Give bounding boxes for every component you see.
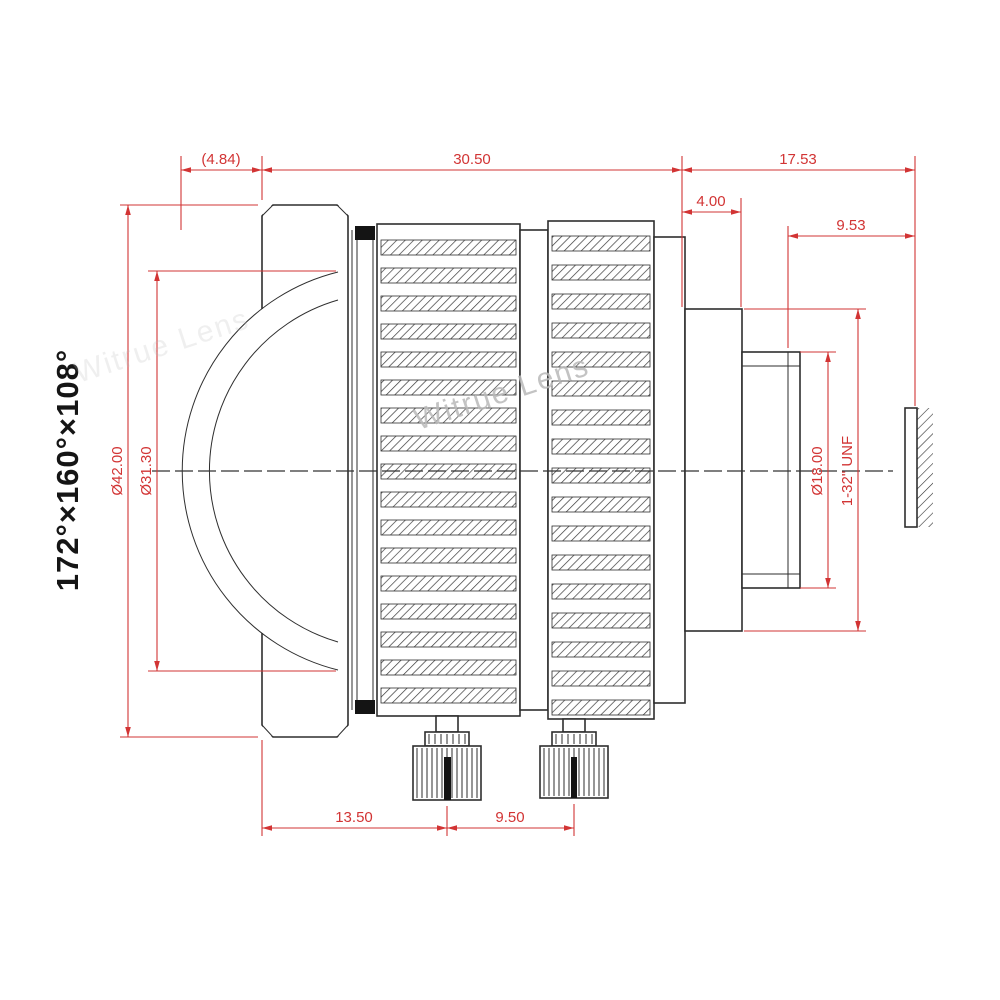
knurl-band [380, 267, 517, 284]
dim-front-od-label: Ø42.00 [109, 446, 126, 495]
knurl-band [380, 323, 517, 340]
screw2-neck [562, 718, 586, 733]
knurl-band [551, 496, 651, 513]
knurl-band [380, 491, 517, 508]
flange-wall [904, 407, 918, 528]
screw1-slot [444, 757, 451, 800]
knurl-band [551, 641, 651, 658]
knurl-band [380, 631, 517, 648]
knurl-band [551, 322, 651, 339]
watermark-text-faint: Witrue Lens [70, 302, 253, 390]
dim-thread-length-label: 9.53 [836, 217, 865, 234]
knurl-band [551, 583, 651, 600]
knurl-band [551, 612, 651, 629]
knurl-band [551, 467, 651, 484]
knurl-band [551, 525, 651, 542]
mid-collar [519, 229, 549, 711]
thumb-screw-2 [539, 718, 609, 799]
knurl-band [551, 699, 651, 716]
seal-band-top [355, 226, 375, 240]
knurl-band [380, 519, 517, 536]
mount-step [684, 308, 743, 632]
knurl-band [380, 407, 517, 424]
knurl-band [551, 264, 651, 281]
knurl-band [551, 380, 651, 397]
dimension-layer: (4.84) 30.50 17.53 4.00 9.53 Ø42.00 Ø31.… [109, 151, 916, 836]
screw2-flange-knurl [555, 734, 593, 744]
dim-front-to-screw-label: 13.50 [335, 809, 373, 826]
knurl-band [551, 351, 651, 368]
knurl-band [551, 554, 651, 571]
lens-body-group [181, 204, 933, 801]
dim-front-protrusion-label: (4.84) [201, 151, 240, 168]
knurl-bands-ring-1 [380, 239, 517, 704]
thread-barrel [741, 351, 801, 589]
knurl-band [551, 438, 651, 455]
screw1-flange-knurl [428, 734, 466, 744]
dim-rear-od-label: Ø18.00 [809, 446, 826, 495]
dim-mount-step-label: 4.00 [696, 193, 725, 210]
knurl-band [551, 235, 651, 252]
knurl-band [380, 295, 517, 312]
seal-band-bottom [355, 700, 375, 714]
dim-screw-spacing-label: 9.50 [495, 809, 524, 826]
knurl-band [380, 547, 517, 564]
thumb-screw-1 [412, 715, 482, 801]
rear-neck [653, 236, 686, 704]
knurl-band [551, 670, 651, 687]
fov-angle-label: 172°×160°×108° [50, 349, 85, 592]
dim-body-length-label: 30.50 [453, 151, 491, 168]
knurl-band [380, 603, 517, 620]
knurl-band [380, 687, 517, 704]
screw1-neck [435, 715, 459, 733]
dim-back-focal-label: 17.53 [779, 151, 817, 168]
knurl-bands-ring-2 [551, 235, 651, 716]
knurl-band [380, 659, 517, 676]
knurl-band [380, 435, 517, 452]
knurl-band [551, 409, 651, 426]
dim-thread-spec-label: 1-32" UNF [839, 436, 856, 506]
dim-front-element-od-label: Ø31.30 [138, 446, 155, 495]
knurl-band [380, 379, 517, 396]
screw2-slot [571, 757, 577, 798]
knurl-band [380, 239, 517, 256]
knurl-band [380, 575, 517, 592]
knurl-band [380, 463, 517, 480]
knurl-band [380, 351, 517, 368]
flange-hatch [917, 408, 933, 527]
knurl-band [551, 293, 651, 310]
